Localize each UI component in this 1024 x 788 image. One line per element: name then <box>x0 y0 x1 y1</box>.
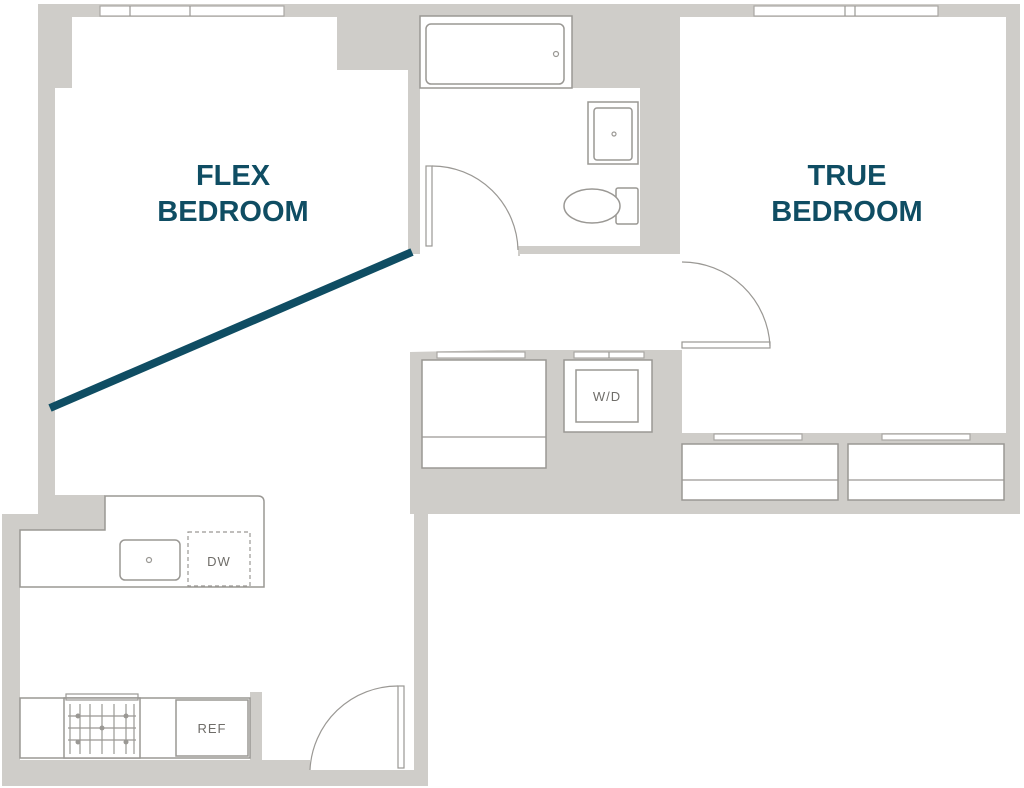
true-bedroom-label-line2: BEDROOM <box>771 196 922 228</box>
flex-bedroom-floor <box>20 17 668 770</box>
flex-bedroom-label-line2: BEDROOM <box>157 196 308 228</box>
bath-wall-right <box>640 14 680 258</box>
entry-wall-right <box>396 770 428 786</box>
bathroom-sink-drain <box>611 131 617 137</box>
hall-closet-left <box>421 359 547 469</box>
bedroom-closet-right <box>847 443 1005 501</box>
washer-dryer <box>575 369 639 423</box>
hall-floor <box>520 254 682 348</box>
bath-wall-bottom <box>518 244 680 256</box>
bathtub-basin <box>425 23 565 85</box>
bathroom-sink <box>593 107 633 161</box>
bedroom-closet-right-door <box>881 433 971 441</box>
window-true-bedroom <box>753 5 939 17</box>
kitchen-sink-drain <box>145 556 153 564</box>
bathtub-drain <box>552 50 560 58</box>
refrigerator-label: REF <box>198 721 227 736</box>
toilet-bowl <box>563 188 621 224</box>
true-bedroom-label-line1: TRUE <box>808 160 887 192</box>
bedroom-door-leaf <box>681 341 771 349</box>
bedroom-closet-left <box>681 443 839 501</box>
flex-partition <box>48 248 414 412</box>
bedroom-door-swing <box>681 261 771 347</box>
range-burner-grid <box>68 704 136 754</box>
flex-bedroom-label-line1: FLEX <box>196 160 271 192</box>
kitchen-wall <box>2 756 308 786</box>
fridge-side-wall <box>250 692 262 760</box>
bedroom-closet-left-door <box>713 433 803 441</box>
entry-door-leaf <box>397 685 405 769</box>
kitchen-sink <box>119 539 181 581</box>
bathroom-door-swing <box>431 165 519 251</box>
refrigerator <box>175 699 249 757</box>
washer-dryer-label: W/D <box>593 389 621 404</box>
range-hood-edge <box>65 693 139 701</box>
dishwasher-label: DW <box>207 554 231 569</box>
bathroom-door-leaf <box>425 165 433 247</box>
entry-door-swing <box>309 685 399 771</box>
true-bedroom-floor <box>682 17 1006 433</box>
window-flex-bedroom <box>99 5 285 17</box>
hall-closet-left-door <box>436 351 526 359</box>
dishwasher <box>187 531 251 587</box>
